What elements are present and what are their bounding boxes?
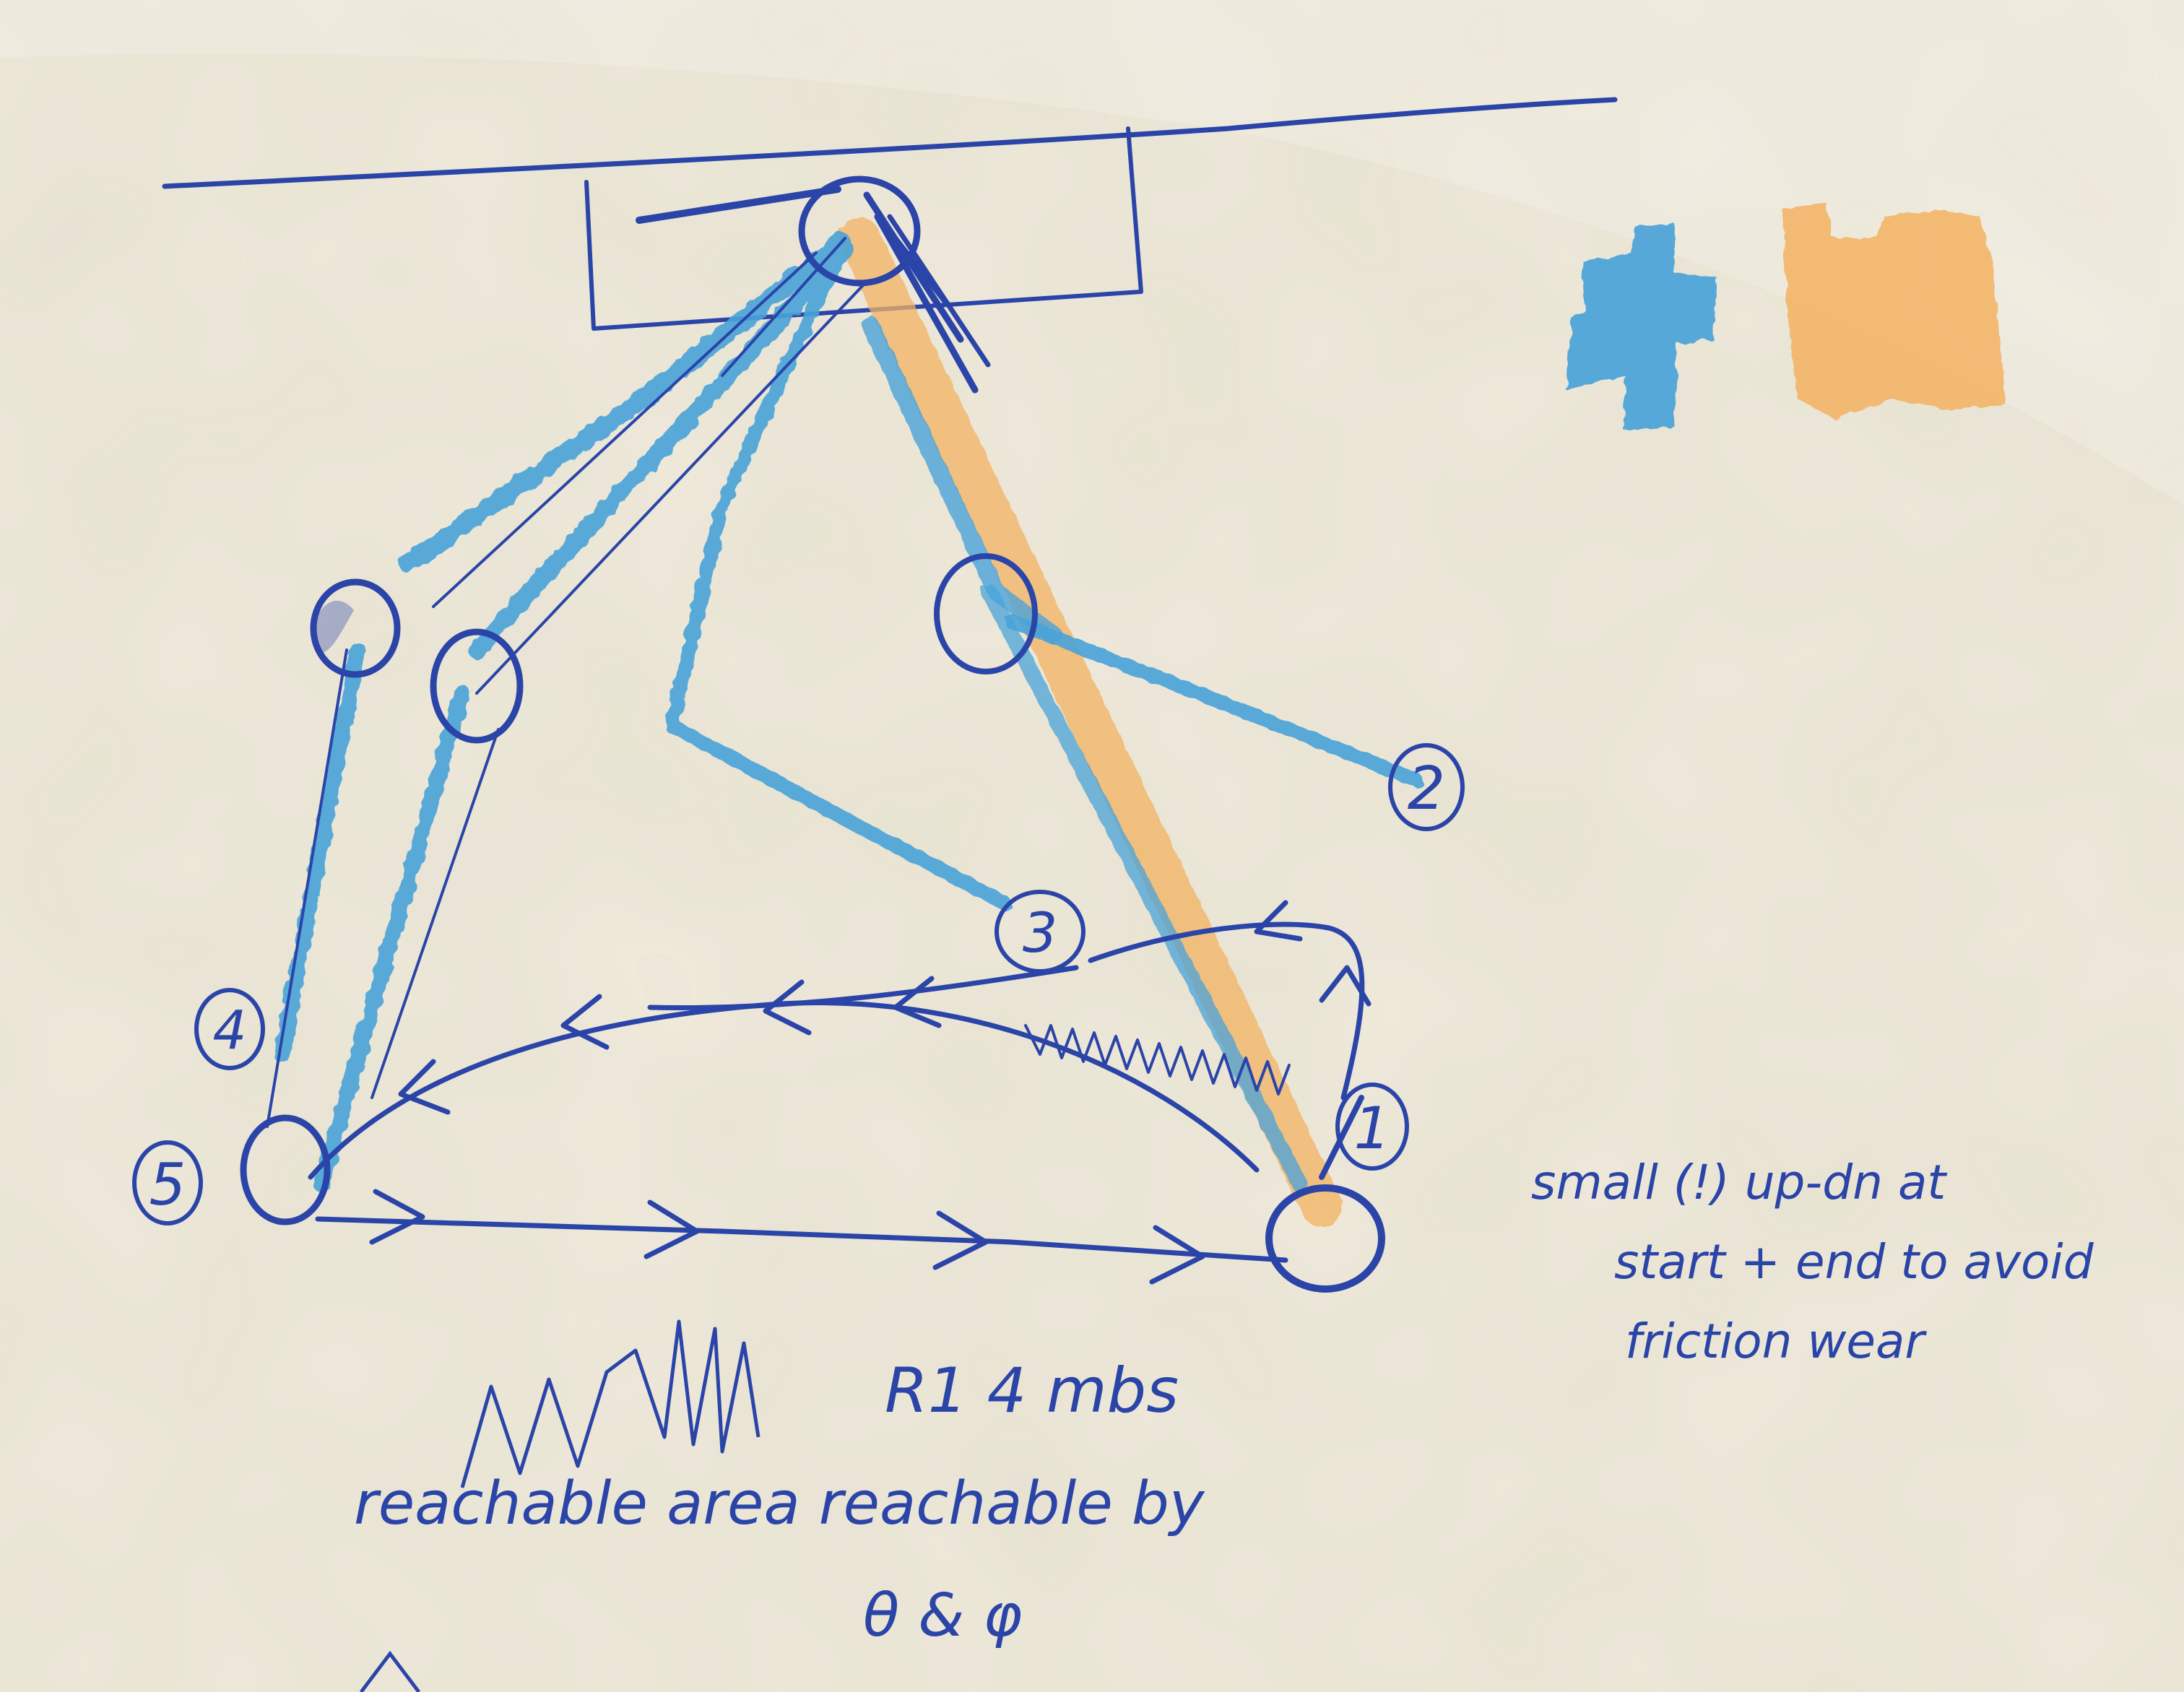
partial-shape-bottom	[360, 1650, 420, 1692]
arm-links-blue	[274, 233, 1423, 1192]
elbow-joint-a	[310, 578, 401, 678]
joint-5	[240, 1114, 331, 1225]
node-label-4: 4	[194, 988, 265, 1070]
elbow-joint-c	[934, 553, 1038, 674]
marker-legend	[1566, 202, 2006, 430]
svg-text:2: 2	[1408, 755, 1445, 823]
ceiling-mount	[162, 97, 1618, 331]
link-shoulder-to-elbow-a	[399, 233, 851, 573]
svg-text:5: 5	[150, 1151, 186, 1218]
svg-text:4: 4	[212, 999, 246, 1062]
elbow-joint-b	[430, 628, 524, 744]
link-shoulder-to-elbow-b	[468, 240, 854, 659]
node-label-1: 1	[1335, 1083, 1409, 1171]
svg-text:3: 3	[1023, 901, 1057, 965]
trajectory-bottom-path	[315, 1216, 1288, 1263]
caption-symbols: θ & φ	[863, 1582, 1022, 1650]
link-to-3	[664, 242, 1011, 910]
svg-text:friction wear: friction wear	[1625, 1314, 1927, 1369]
blue-swatch	[1566, 224, 1717, 430]
node-labels: 1 2 3 4 5	[132, 743, 1465, 1225]
node-label-3: 3	[994, 890, 1086, 973]
svg-text:1: 1	[1354, 1095, 1391, 1162]
friction-hatching	[1024, 1024, 1291, 1096]
node-label-2: 2	[1388, 743, 1465, 831]
trajectory-upper-loop	[1088, 921, 1365, 1101]
shoulder-joint	[798, 175, 921, 287]
svg-text:start + end to avoid: start + end to avoid	[1614, 1234, 2094, 1290]
arm-ink	[240, 175, 1385, 1293]
mount-block	[584, 126, 1143, 331]
trajectory	[308, 900, 1372, 1285]
joint-1	[1265, 1184, 1385, 1293]
endpoint-1-riser	[1319, 1095, 1364, 1180]
ceiling-line	[162, 97, 1618, 189]
orange-swatch	[1782, 202, 2006, 419]
node-label-5: 5	[132, 1140, 203, 1225]
trajectory-upper-path	[647, 965, 1079, 1011]
paper-light-patch	[0, 0, 2184, 506]
reachable-area-scribble	[460, 1319, 760, 1488]
side-note: small (!) up-dn at start + end to avoid …	[1531, 1155, 2094, 1369]
svg-text:small (!) up-dn at: small (!) up-dn at	[1531, 1155, 1947, 1210]
caption-bottom: reachable area reachable by	[354, 1470, 1205, 1538]
horizontal-rest-link	[636, 186, 841, 224]
link-to-2	[1004, 614, 1423, 787]
caption-top: R1 4 mbs	[885, 1355, 1179, 1427]
link-elbow-b-to-5	[313, 685, 470, 1192]
link-elbow-a-to-4	[274, 642, 365, 1062]
